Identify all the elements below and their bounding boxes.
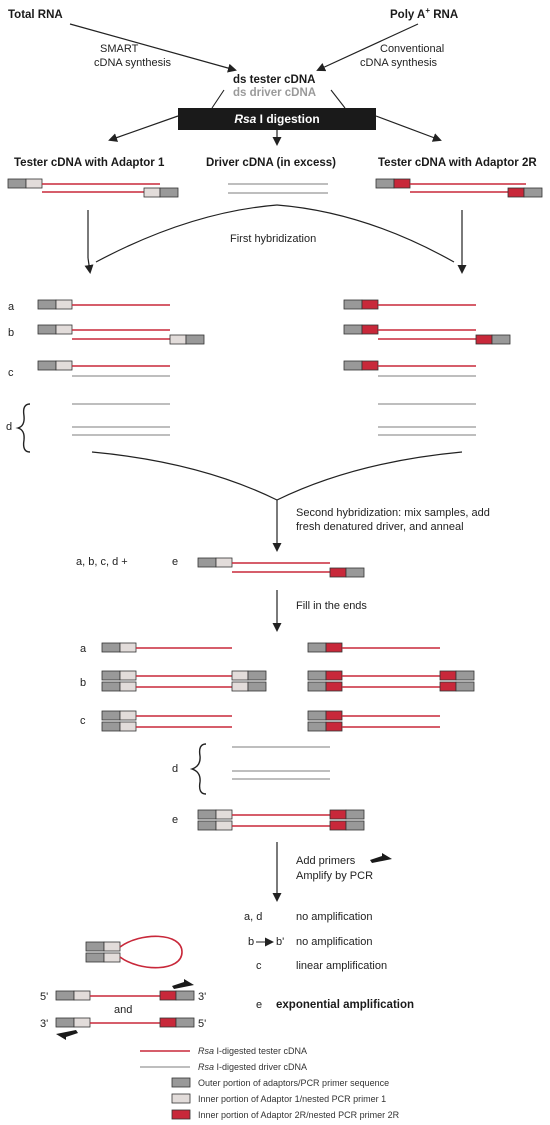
legend: Rsa I-digested tester cDNA Rsa I-digeste… <box>140 1046 400 1120</box>
e-five-prime-top: 5' <box>40 991 48 1003</box>
merge-curve-right <box>276 451 463 501</box>
second-hyb-label-1: Second hybridization: mix samples, add <box>296 507 490 519</box>
tester1-molecule <box>7 178 179 198</box>
total-rna-arrow <box>69 23 237 73</box>
hyb1-label-b: b <box>8 327 14 339</box>
legend-inner1-label: Inner portion of Adaptor 1/nested PCR pr… <box>198 1094 386 1104</box>
outcome-b-result: no amplification <box>296 936 372 948</box>
legend-driver-label: Rsa I-digested driver cDNA <box>198 1062 307 1072</box>
primer-bottom-icon <box>56 1030 78 1040</box>
outcome-ad-result: no amplification <box>296 911 372 923</box>
fill-ends-label: Fill in the ends <box>296 600 367 612</box>
legend-outer-swatch <box>171 1077 191 1088</box>
panhandle-molecule <box>85 935 183 969</box>
legend-inner1-swatch <box>171 1093 191 1104</box>
outcome-b-prime: b' <box>276 936 284 948</box>
abcd-plus-label: a, b, c, d + <box>76 556 128 568</box>
d-brace-center <box>189 743 207 795</box>
e-three-prime-bottom: 3' <box>40 1018 48 1030</box>
fill-right-a <box>307 642 440 653</box>
outcome-e-result: exponential amplification <box>276 999 414 1011</box>
hyb2-e-molecule <box>197 557 365 578</box>
fill-left-b <box>101 670 267 692</box>
and-label: and <box>114 1004 132 1016</box>
hyb1-label-c: c <box>8 367 14 379</box>
hyb1-label-d: d <box>6 421 12 433</box>
primer-top-icon <box>172 979 194 989</box>
fill-right-c <box>307 710 440 732</box>
hyb1-curve-left <box>95 204 278 263</box>
ds-tester-label: ds tester cDNA <box>233 74 315 86</box>
hyb1-label-a: a <box>8 301 15 313</box>
conventional-label-1: Conventional <box>380 43 444 55</box>
first-hyb-label: First hybridization <box>230 233 316 245</box>
tester2-title: Tester cDNA with Adaptor 2R <box>378 157 537 169</box>
e-five-prime-bottom: 5' <box>198 1018 206 1030</box>
total-rna-label: Total RNA <box>8 9 63 21</box>
tester1-title: Tester cDNA with Adaptor 1 <box>14 157 165 169</box>
e-strand-bottom <box>55 1017 195 1028</box>
digest-arrow-left <box>108 115 179 142</box>
fill-center-e <box>197 809 365 831</box>
merge-curve-left <box>91 451 278 501</box>
hyb1-left-a <box>37 299 170 310</box>
add-primers-label: Add primers <box>296 855 356 867</box>
split-line-left <box>211 89 225 109</box>
driver-molecule <box>228 183 328 194</box>
rsa-digestion-banner <box>178 108 376 130</box>
fill-right-b <box>307 670 475 692</box>
poly-a-rna-label: Poly A+ RNA <box>390 6 458 21</box>
fill-label-e: e <box>172 814 178 826</box>
hyb1-left-c <box>37 360 170 377</box>
outcome-c-label: c <box>256 960 262 972</box>
primer-arrow-icon <box>370 853 392 863</box>
outcome-b-label: b <box>248 936 254 948</box>
ds-driver-label: ds driver cDNA <box>233 87 316 99</box>
hyb1-left-d <box>72 403 170 436</box>
hyb1-curve-right <box>276 204 455 263</box>
fill-label-c: c <box>80 715 86 727</box>
fill-left-a <box>101 642 232 653</box>
smart-label-1: SMART <box>100 43 139 55</box>
conventional-label-2: cDNA synthesis <box>360 57 438 69</box>
hyb1-right-c <box>343 360 476 377</box>
hyb1-right-b <box>343 324 511 345</box>
fill-center-d <box>232 746 330 780</box>
legend-outer-label: Outer portion of adaptors/PCR primer seq… <box>198 1078 389 1088</box>
hyb1-left-b <box>37 324 205 345</box>
second-hyb-label-2: fresh denatured driver, and anneal <box>296 521 464 533</box>
fill-label-d: d <box>172 763 178 775</box>
e-strand-top <box>55 990 195 1001</box>
fill-left-c <box>101 710 232 732</box>
outcome-c-result: linear amplification <box>296 960 387 972</box>
fill-label-a: a <box>80 643 87 655</box>
digest-arrow-right <box>375 115 442 142</box>
d-brace-left <box>15 403 31 453</box>
e-three-prime-top: 3' <box>198 991 206 1003</box>
hyb1-right-d <box>378 403 476 436</box>
legend-inner2r-swatch <box>171 1109 191 1120</box>
legend-inner2r-label: Inner portion of Adaptor 2R/nested PCR p… <box>198 1110 400 1120</box>
split-line-right <box>330 89 346 109</box>
outcome-ad-label: a, d <box>244 911 262 923</box>
e-label-hyb2: e <box>172 556 178 568</box>
rsa-digestion-label: Rsa I digestion <box>234 112 319 126</box>
poly-a-arrow <box>316 23 419 72</box>
outcome-e-label: e <box>256 999 262 1011</box>
driver-title: Driver cDNA (in excess) <box>206 157 336 169</box>
hyb1-arrowhead-left <box>84 257 94 274</box>
fill-label-b: b <box>80 677 86 689</box>
tester2r-molecule <box>375 178 543 198</box>
smart-label-2: cDNA synthesis <box>94 57 172 69</box>
hyb1-right-a <box>343 299 476 310</box>
legend-tester-label: Rsa I-digested tester cDNA <box>198 1046 307 1056</box>
amplify-label: Amplify by PCR <box>296 870 373 882</box>
